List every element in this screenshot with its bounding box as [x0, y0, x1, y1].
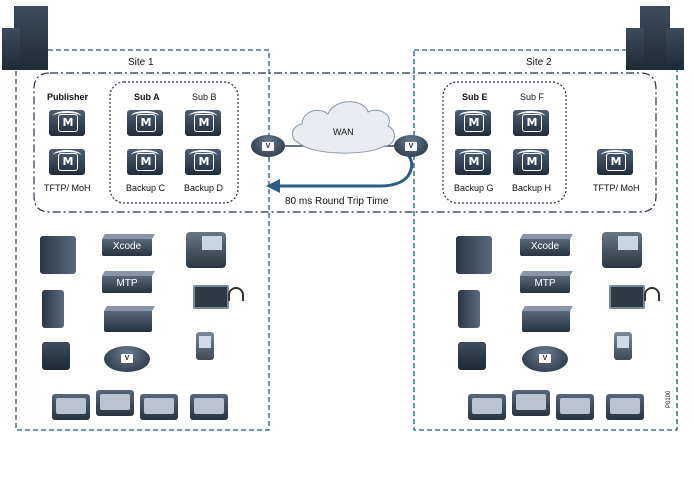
site2-headset-icon — [644, 287, 660, 301]
cluster-outline — [33, 72, 657, 213]
backup-d-label: Backup D — [184, 183, 224, 193]
backup-h-label: Backup H — [512, 183, 552, 193]
tftp-callmanager-icon-site2: M — [597, 149, 633, 175]
site1-media-server-icon — [42, 290, 64, 328]
backup-d-callmanager-icon: M — [185, 149, 221, 175]
site2-mobile-device-icon — [614, 332, 632, 360]
sub-e-callmanager-icon: M — [455, 110, 491, 136]
site2-video-endpoint-icon — [606, 394, 644, 420]
rtt-label: 80 ms Round Trip Time — [285, 196, 389, 207]
site2-media-server-icon — [458, 290, 480, 328]
site1-telepresence-icon-2 — [96, 390, 134, 416]
sub-f-callmanager-icon: M — [513, 110, 549, 136]
site1-softphone-laptop-icon — [193, 285, 229, 309]
rtt-arrow — [276, 148, 414, 188]
backup-g-callmanager-icon: M — [455, 149, 491, 175]
site2-label: Site 2 — [526, 57, 552, 68]
backup-c-label: Backup C — [126, 183, 166, 193]
backup-g-label: Backup G — [454, 183, 494, 193]
site1-wan-router-icon: V — [251, 135, 285, 157]
site1-voice-router-icon: V — [104, 346, 150, 372]
site2-wan-router-icon: V — [394, 135, 428, 157]
site2-telepresence-icon-2 — [512, 390, 550, 416]
publisher-label: Publisher — [47, 92, 89, 102]
sub-b-label: Sub B — [192, 92, 217, 102]
site1-xcode-device: Xcode — [102, 238, 152, 256]
site1-telepresence-icon-3 — [140, 394, 178, 420]
site2-telepresence-icon-3 — [556, 394, 594, 420]
sub-b-callmanager-icon: M — [185, 110, 221, 136]
site1-mtp-device: MTP — [102, 275, 152, 293]
wan-label: WAN — [333, 127, 354, 137]
site2-directory-server-icon — [458, 342, 486, 370]
site2-ip-phone-icon — [602, 232, 642, 268]
site1-building-icon — [2, 6, 50, 70]
tftp-label-site2: TFTP/ MoH — [593, 183, 640, 193]
site1-label: Site 1 — [128, 57, 154, 68]
backup-c-callmanager-icon: M — [127, 149, 163, 175]
publisher-callmanager-icon: M — [49, 110, 85, 136]
sub-f-label: Sub F — [520, 92, 545, 102]
tftp-callmanager-icon-site1: M — [49, 149, 85, 175]
site1-border — [15, 49, 270, 431]
tftp-label-site1: TFTP/ MoH — [44, 183, 91, 193]
figure-id: P0100 — [666, 390, 672, 408]
site2-voice-gateway-server-icon — [456, 236, 492, 274]
site1-ip-phone-icon — [186, 232, 226, 268]
site1-directory-server-icon — [42, 342, 70, 370]
site2-mtp-device: MTP — [520, 275, 570, 293]
site2-voice-router-icon: V — [522, 346, 568, 372]
site2-building-icon — [626, 6, 684, 70]
site1-headset-icon — [228, 287, 244, 301]
site1-voice-gateway-server-icon — [40, 236, 76, 274]
site2-border — [413, 49, 678, 431]
sub-a-callmanager-icon: M — [127, 110, 163, 136]
site2-conference-bridge-icon — [522, 310, 570, 332]
sub-a-label: Sub A — [134, 92, 160, 102]
backup-h-callmanager-icon: M — [513, 149, 549, 175]
site1-mobile-device-icon — [196, 332, 214, 360]
site1-telepresence-icon-1 — [52, 394, 90, 420]
sub-e-label: Sub E — [462, 92, 488, 102]
site1-video-endpoint-icon — [190, 394, 228, 420]
site1-conference-bridge-icon — [104, 310, 152, 332]
wan-cloud — [292, 101, 395, 154]
site2-telepresence-icon-1 — [468, 394, 506, 420]
site2-softphone-laptop-icon — [609, 285, 645, 309]
site1-sub-group — [109, 81, 239, 204]
site2-xcode-device: Xcode — [520, 238, 570, 256]
